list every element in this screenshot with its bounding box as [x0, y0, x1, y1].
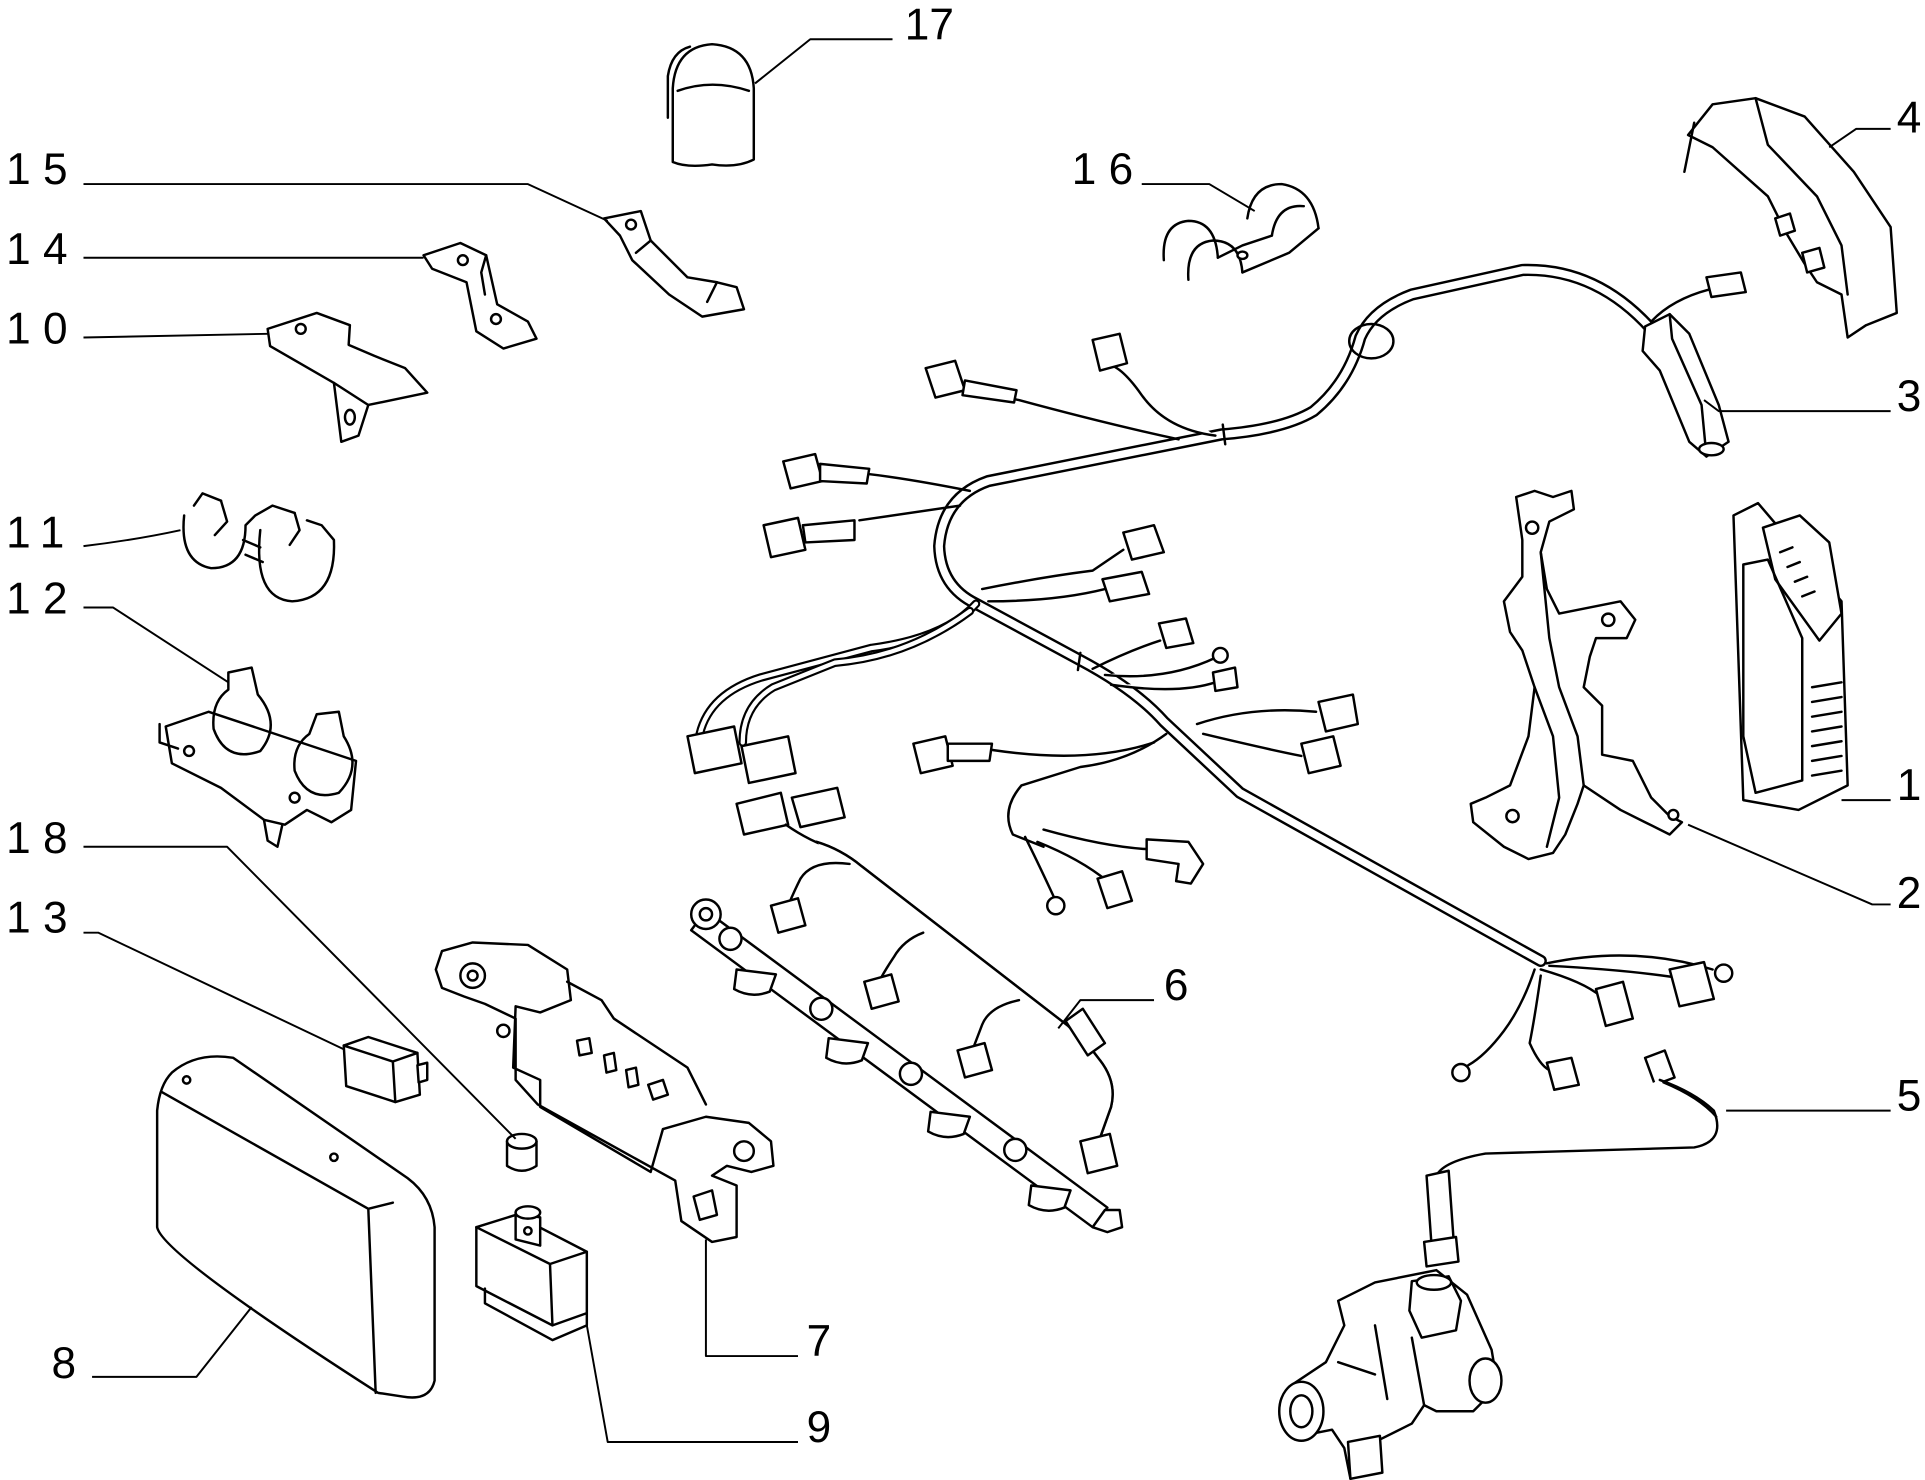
part-8-drawing: [155, 1055, 436, 1399]
callout-label-18: 18: [6, 814, 80, 863]
callout-label-6: 6: [1164, 961, 1189, 1010]
callout-label-16: 16: [1072, 145, 1146, 194]
part-2-drawing: [1469, 489, 1684, 861]
part-12-drawing: [158, 666, 358, 848]
callout-label-4: 4: [1897, 94, 1922, 143]
callout-label-13: 13: [6, 894, 80, 943]
part-5-drawing: [1278, 1049, 1719, 1480]
part-16-drawing: [1162, 182, 1320, 282]
callout-label-2: 2: [1897, 869, 1922, 918]
callout-leader-3: [1703, 399, 1891, 413]
callout-label-12: 12: [6, 575, 80, 624]
callout-label-17: 17: [905, 0, 954, 49]
callout-leader-18: [83, 845, 517, 1140]
callout-label-8: 8: [52, 1339, 77, 1388]
part-13-drawing: [342, 1035, 429, 1104]
callout-leader-12: [83, 606, 229, 684]
part-17-drawing: [666, 42, 756, 168]
callout-leader-6: [1057, 999, 1155, 1029]
part-15-drawing: [602, 209, 746, 318]
fuel-rail-drawing: [689, 898, 1124, 1234]
callout-leader-13: [83, 931, 345, 1051]
callout-leader-16: [1141, 183, 1256, 212]
part-14-drawing: [422, 241, 538, 350]
part-10-drawing: [266, 311, 429, 444]
part-1-drawing: [1732, 501, 1849, 812]
callout-leader-8: [92, 1306, 253, 1378]
callout-leader-9: [585, 1325, 798, 1443]
callout-label-7: 7: [807, 1317, 832, 1366]
callout-label-3: 3: [1897, 372, 1922, 421]
part-3-drawing: [1641, 271, 1747, 458]
part-18-drawing: [505, 1132, 538, 1172]
callout-label-10: 10: [6, 305, 80, 354]
callout-leader-15: [83, 183, 609, 222]
callout-label-5: 5: [1897, 1072, 1922, 1121]
callout-leader-2: [1687, 823, 1891, 906]
main-harness-trunk: [695, 263, 1658, 968]
callout-label-9: 9: [807, 1403, 832, 1452]
callout-label-11: 11: [6, 508, 76, 557]
part-6-drawing: [686, 725, 1119, 1175]
callout-leader-10: [83, 332, 268, 339]
callout-leader-4: [1828, 127, 1891, 149]
callout-leader-7: [704, 1239, 798, 1358]
part-7-drawing: [434, 941, 775, 1244]
callout-label-15: 15: [6, 145, 80, 194]
callout-label-1: 1: [1897, 761, 1922, 810]
callout-label-14: 14: [6, 225, 80, 274]
part-11-drawing: [182, 492, 336, 603]
callout-leader-11: [83, 529, 181, 548]
part-4-drawing: [1683, 96, 1898, 339]
callout-leader-17: [754, 38, 893, 85]
part-9-drawing: [475, 1205, 589, 1342]
